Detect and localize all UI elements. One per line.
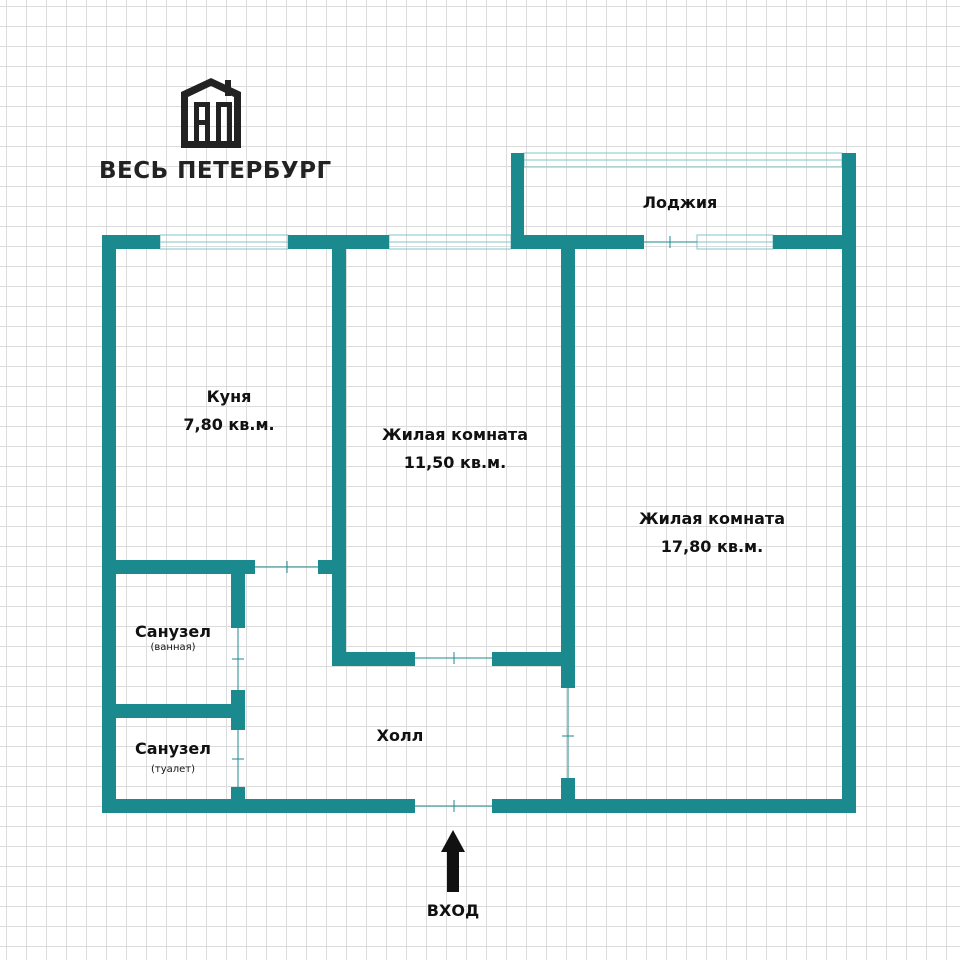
entrance-label: ВХОД xyxy=(426,901,480,920)
room-living1-name: Жилая комната xyxy=(381,425,529,444)
arrow-up-icon xyxy=(441,830,465,892)
room-toilet-name: Санузел xyxy=(135,739,211,758)
building-logo-icon xyxy=(181,78,241,148)
walls xyxy=(102,153,856,813)
room-living1-area: 11,50 кв.м. xyxy=(403,453,507,472)
brand-name: ВЕСЬ ПЕТЕРБУРГ xyxy=(99,158,332,184)
door-openings xyxy=(232,236,697,812)
room-bath-note: (ванная) xyxy=(150,642,196,653)
room-hall-name: Холл xyxy=(376,726,424,745)
room-toilet-note: (туалет) xyxy=(150,764,196,775)
room-bath-name: Санузел xyxy=(135,622,211,641)
room-kitchen-name: Куня xyxy=(206,387,252,406)
room-living2-area: 17,80 кв.м. xyxy=(660,537,764,556)
room-living2-name: Жилая комната xyxy=(638,509,786,528)
room-kitchen-area: 7,80 кв.м. xyxy=(183,415,275,434)
room-loggia-name: Лоджия xyxy=(642,193,718,212)
